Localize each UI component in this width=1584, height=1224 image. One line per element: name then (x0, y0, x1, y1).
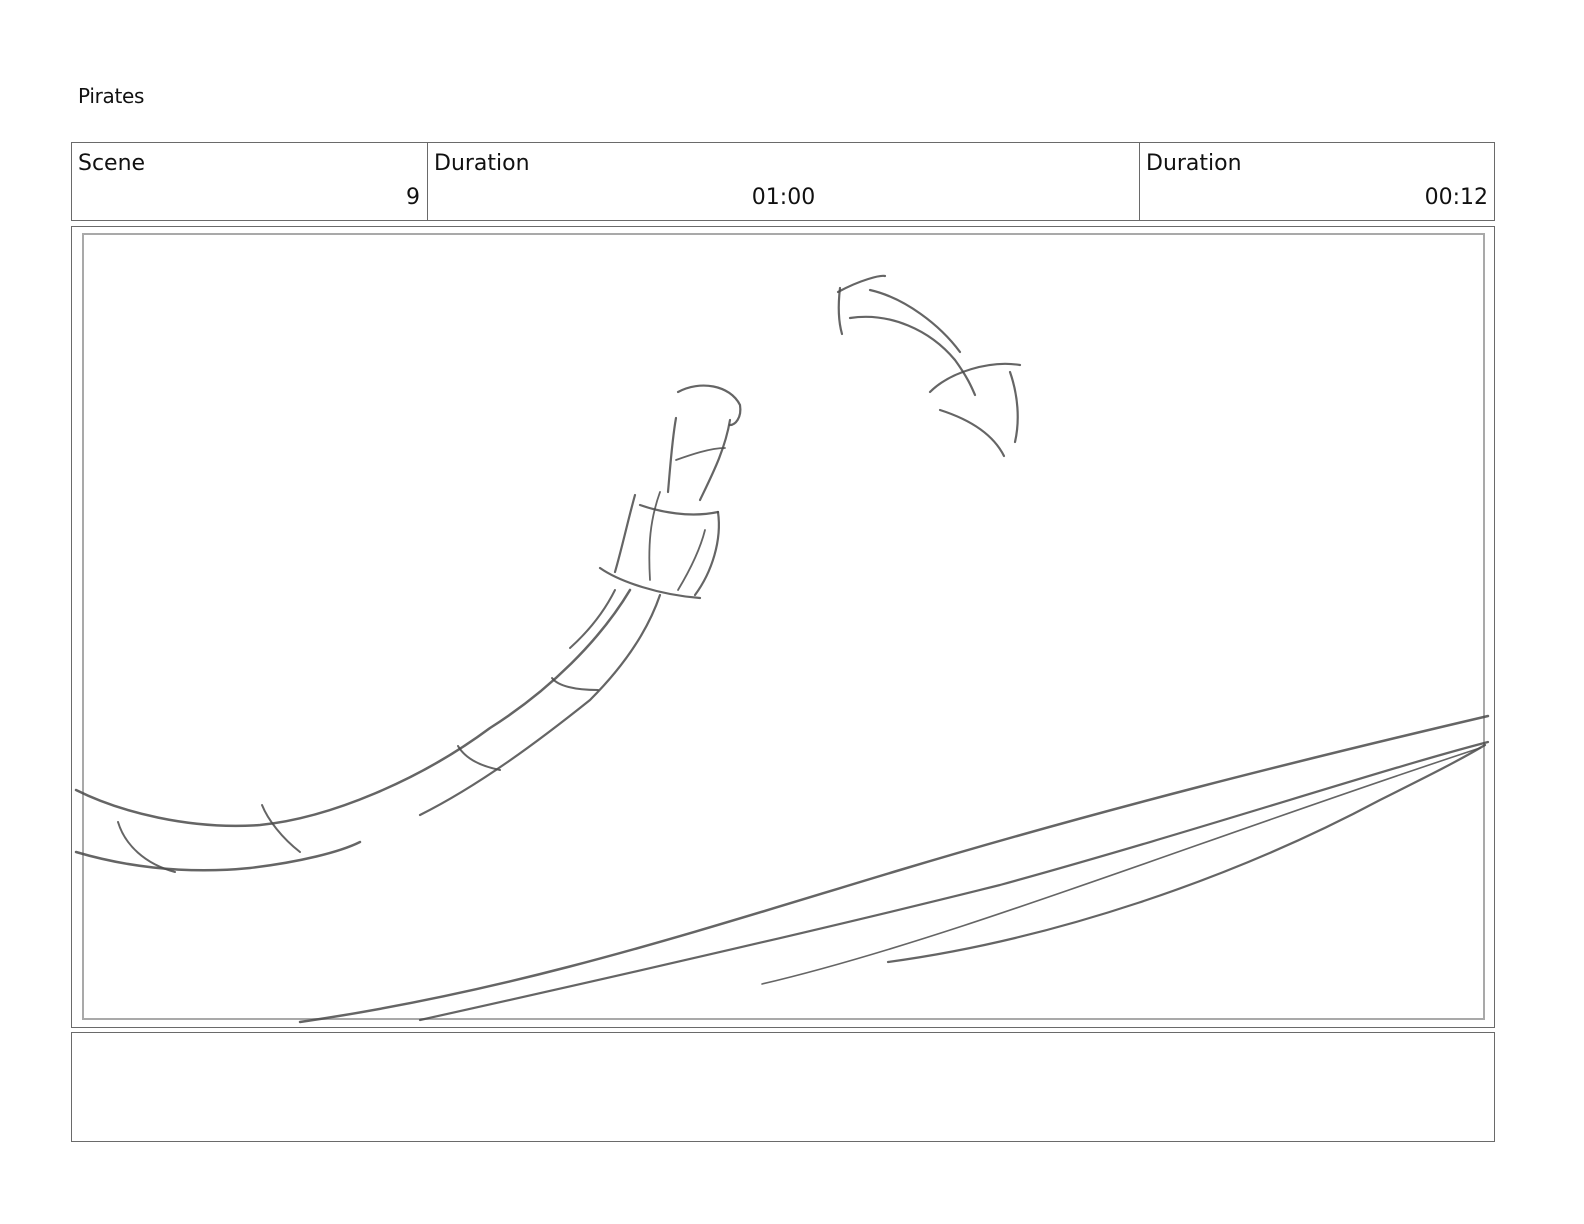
sketch-stroke (868, 288, 962, 354)
storyboard-panel-frame (71, 226, 1495, 1028)
sketch-stroke (698, 418, 732, 502)
sketch-stroke (117, 821, 176, 873)
panel-duration-cell: Duration 00:12 (1140, 143, 1494, 220)
sketch-stroke (598, 566, 702, 600)
sketch-stroke (418, 740, 1490, 1022)
sketch-stroke (837, 286, 844, 336)
scene-duration-value: 01:00 (751, 185, 816, 210)
project-title: Pirates (78, 84, 145, 108)
scene-duration-label: Duration (434, 151, 530, 176)
sketch-stroke (938, 408, 1006, 458)
sketch-stroke (638, 503, 720, 516)
sketch-stroke (74, 588, 632, 828)
sketch-stroke (613, 493, 637, 574)
sketch-stroke (457, 745, 501, 771)
scene-duration-cell: Duration 01:00 (428, 143, 1140, 220)
sketch-stroke (676, 384, 742, 427)
sketch-stroke (569, 589, 616, 649)
sketch-stroke (761, 747, 1481, 985)
sketch-stroke (675, 447, 726, 461)
sketch-stroke (418, 593, 662, 817)
sketch-stroke (836, 274, 887, 294)
panel-notes-box (71, 1032, 1495, 1142)
scene-number: 9 (406, 185, 420, 210)
sketch-stroke (1008, 370, 1019, 444)
scene-label: Scene (78, 151, 146, 176)
sketch-stroke (298, 714, 1490, 1024)
sketch-stroke (886, 743, 1487, 964)
panel-duration-value: 00:12 (1424, 185, 1488, 210)
sketch-stroke (693, 510, 720, 597)
sketch-stroke (677, 529, 706, 591)
sketch-stroke (261, 804, 301, 853)
scene-info-table: Scene 9 Duration 01:00 Duration 00:12 (71, 142, 1495, 221)
sketch-stroke (928, 362, 1022, 394)
sketch-stroke (74, 840, 362, 872)
panel-duration-label: Duration (1146, 151, 1242, 176)
storyboard-panel (82, 233, 1485, 1020)
sketch-stroke (648, 491, 661, 581)
sketch-stroke (551, 677, 599, 691)
sketch-stroke (848, 315, 977, 397)
scene-cell: Scene 9 (72, 143, 428, 220)
sketch-stroke (666, 416, 678, 494)
